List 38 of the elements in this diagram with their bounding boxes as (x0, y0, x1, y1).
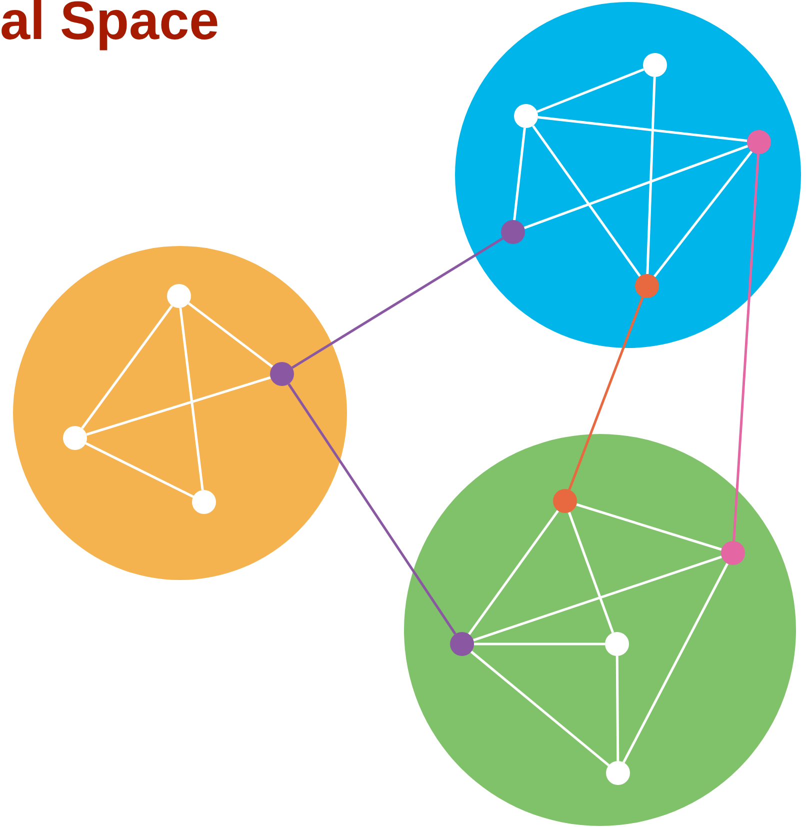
connector-line (576, 503, 722, 551)
node-circle (514, 104, 538, 128)
connector-line (474, 642, 605, 646)
connector-line (646, 76, 656, 274)
connector-line (536, 68, 644, 113)
node-circle (270, 362, 294, 386)
node-circle (192, 490, 216, 514)
connector-line (188, 302, 274, 368)
node-circle (450, 632, 474, 656)
connector-line (288, 383, 456, 635)
connector-line (85, 442, 194, 498)
node-circle (721, 541, 745, 565)
node-circle (606, 761, 630, 785)
connector-line (653, 150, 753, 278)
node-circle (167, 284, 191, 308)
node-circle (635, 274, 659, 298)
connector-line (81, 304, 173, 430)
connector-line (179, 308, 204, 490)
connector-line (513, 128, 526, 220)
node-circle (501, 220, 525, 244)
node-circle (643, 53, 667, 77)
node-circle (553, 489, 577, 513)
connector-line (86, 376, 271, 436)
connector-line (616, 656, 620, 761)
connector-line (622, 563, 728, 763)
node-circle (63, 426, 87, 450)
connector-line (568, 296, 644, 490)
connector-line (538, 116, 748, 142)
connector-line (524, 144, 748, 230)
connector-line (532, 125, 642, 277)
connector-line (568, 512, 614, 634)
connector-line (292, 237, 504, 369)
connector-line (468, 510, 560, 636)
connector-line (473, 556, 722, 642)
node-circle (605, 632, 629, 656)
connector-line (732, 154, 760, 542)
connector-line (470, 650, 610, 766)
node-circle (747, 130, 771, 154)
